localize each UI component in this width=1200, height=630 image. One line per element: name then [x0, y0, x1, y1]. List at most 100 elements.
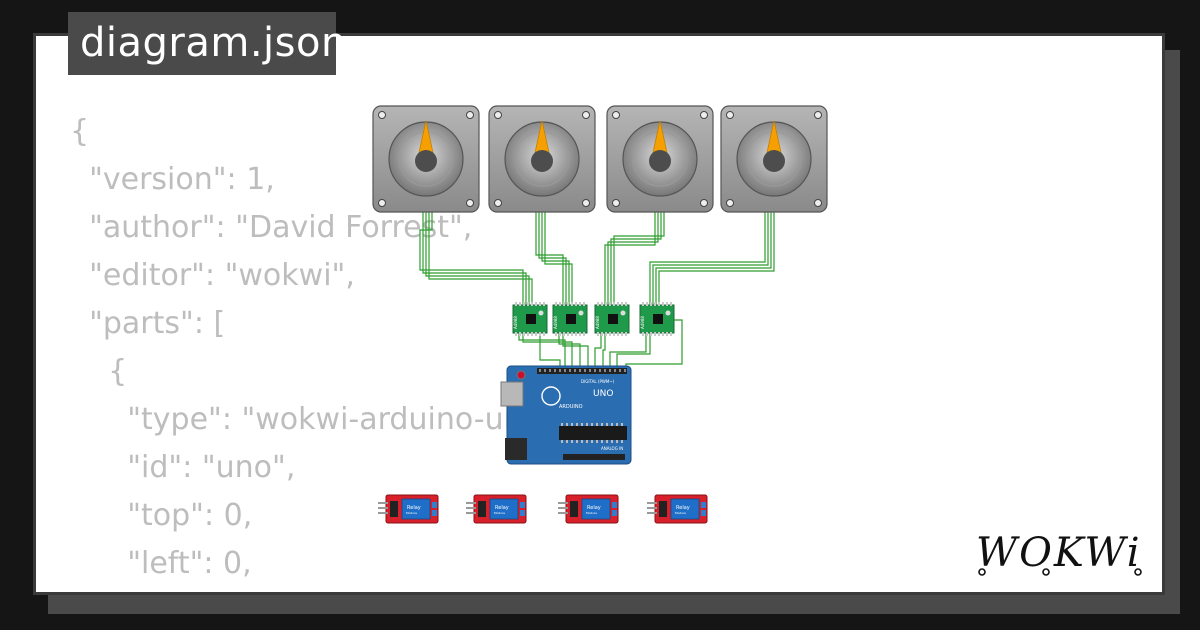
- driver-chip: [653, 314, 663, 324]
- motor-wire: [652, 212, 769, 305]
- relay-sublabel: Module: [586, 511, 597, 515]
- motor-screw-hole: [494, 111, 502, 119]
- motor-screw-hole: [726, 111, 734, 119]
- uno-chip-pin: [566, 440, 568, 443]
- driver-pin: [605, 332, 607, 336]
- motor-screw-hole: [700, 111, 708, 119]
- code-line: "editor": "wokwi",: [70, 258, 355, 293]
- uno-header-pin: [614, 369, 616, 372]
- stepper-drivers: A4988 A4988 A4988 A4988: [512, 302, 675, 336]
- motor-shaft: [649, 150, 671, 172]
- motor-screw-hole: [466, 199, 474, 207]
- driver-chip: [608, 314, 618, 324]
- motor-shaft: [415, 150, 437, 172]
- driver-pin: [563, 332, 565, 336]
- relay-terminal: [432, 502, 437, 508]
- driver-pin: [597, 302, 599, 306]
- uno-chip-pin: [606, 440, 608, 443]
- driver-label: A4988: [553, 316, 558, 329]
- uno-brand: ARDUINO: [559, 404, 583, 410]
- uno-header-pin: [609, 369, 611, 372]
- driver-pin: [559, 332, 561, 336]
- uno-header-pin: [569, 369, 571, 372]
- driver-wire: [558, 333, 581, 368]
- driver-pin: [563, 302, 565, 306]
- driver-pin: [515, 332, 517, 336]
- stepper-driver: A4988: [639, 302, 675, 336]
- driver-pin: [543, 302, 545, 306]
- uno-header-pin: [559, 369, 561, 372]
- uno-header-pin: [579, 369, 581, 372]
- driver-pin: [662, 332, 664, 336]
- relay-cube: [670, 498, 700, 520]
- uno-header-pin: [599, 369, 601, 372]
- code-line: {: [70, 354, 128, 389]
- stepper-driver: A4988: [512, 302, 548, 336]
- wires: [419, 212, 775, 370]
- wokwi-logo: WOKWi: [976, 530, 1142, 576]
- driver-pin: [642, 332, 644, 336]
- file-tab: diagram.json: [68, 12, 346, 75]
- driver-pin: [670, 332, 672, 336]
- relay-terminal: [520, 502, 525, 508]
- uno-digital-header: [537, 368, 627, 374]
- driver-pin: [583, 302, 585, 306]
- motor-wire: [538, 212, 567, 305]
- uno-chip-pin: [596, 423, 598, 426]
- uno-chip-pin: [601, 423, 603, 426]
- uno-digital-label: DIGITAL (PWM~): [581, 379, 615, 384]
- uno-chip-pin: [581, 423, 583, 426]
- uno-atmega-chip: [559, 426, 627, 440]
- motor-wire: [425, 212, 530, 305]
- driver-pin: [617, 332, 619, 336]
- relay-sublabel: Module: [494, 511, 505, 515]
- driver-label: A4988: [595, 316, 600, 329]
- stepper-motor: [488, 105, 596, 213]
- relay-pin: [378, 507, 388, 509]
- uno-header-pin: [604, 369, 606, 372]
- motor-shaft: [531, 150, 553, 172]
- stepper-driver: A4988: [594, 302, 630, 336]
- driver-pin: [658, 332, 660, 336]
- driver-pin: [527, 302, 529, 306]
- driver-pot: [578, 310, 584, 316]
- driver-pin: [666, 332, 668, 336]
- driver-pin: [613, 332, 615, 336]
- uno-header-pin: [554, 369, 556, 372]
- motor-screw-hole: [700, 199, 708, 207]
- relay-terminal: [612, 502, 617, 508]
- driver-pin: [601, 302, 603, 306]
- driver-pin: [609, 302, 611, 306]
- relay-cube: [581, 498, 611, 520]
- motor-screw-hole: [814, 111, 822, 119]
- driver-wire: [539, 333, 561, 370]
- driver-pin: [527, 332, 529, 336]
- uno-chip-pin: [591, 423, 593, 426]
- motor-wire: [541, 212, 570, 305]
- code-line: "author": "David Forrest",: [70, 210, 473, 245]
- stepper-motor: [720, 105, 828, 213]
- relay-header: [478, 501, 486, 517]
- driver-wire: [602, 333, 606, 368]
- relay-pin: [466, 502, 476, 504]
- uno-chip-pin: [571, 423, 573, 426]
- code-line: {: [70, 114, 90, 149]
- uno-analog-header: [563, 454, 625, 460]
- uno-header-pin: [594, 369, 596, 372]
- uno-header-pin: [589, 369, 591, 372]
- motor-wire: [422, 212, 527, 305]
- uno-chip-pin: [591, 440, 593, 443]
- driver-pot: [620, 310, 626, 316]
- motor-shaft: [763, 150, 785, 172]
- driver-pin: [658, 302, 660, 306]
- driver-pin: [646, 302, 648, 306]
- motor-wire: [658, 212, 775, 305]
- motor-wire: [649, 212, 766, 305]
- relay-pin: [466, 512, 476, 514]
- uno-usb-port: [500, 381, 524, 407]
- driver-pin: [539, 302, 541, 306]
- motor-screw-hole: [612, 111, 620, 119]
- driver-pin: [601, 332, 603, 336]
- driver-pin: [625, 332, 627, 336]
